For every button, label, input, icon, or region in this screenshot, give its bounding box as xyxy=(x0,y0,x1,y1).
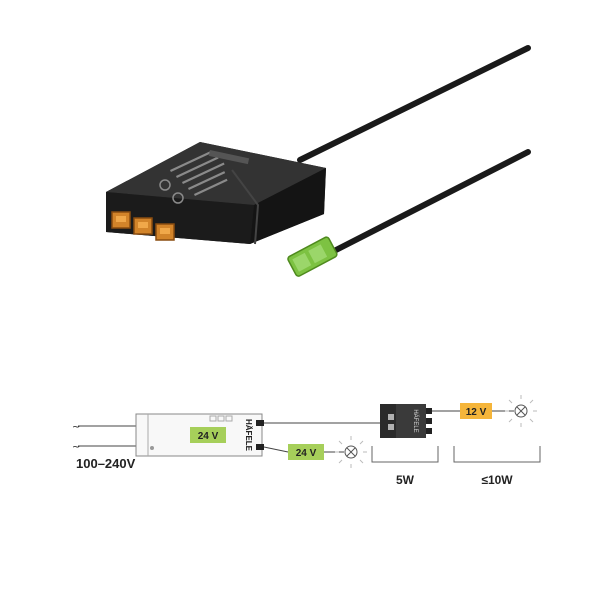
converter-power-bracket xyxy=(371,446,439,463)
housing-markings xyxy=(159,150,250,204)
load-power-bracket xyxy=(453,446,541,463)
lamp-12v-icon xyxy=(505,395,537,427)
wiring-schematic: ~ ~ 100–240V 24 V HÄFELE 24 V xyxy=(72,395,541,487)
converter-icon: HÄFELE xyxy=(380,404,432,438)
driver-to-lamp-wire xyxy=(263,446,289,453)
output-12v-badge xyxy=(460,403,492,419)
converter-power-label: 5W xyxy=(396,473,415,487)
cable-bottom xyxy=(333,149,531,253)
converter-housing xyxy=(106,142,326,245)
driver-brand-label: HÄFELE xyxy=(244,419,253,452)
output-24v-label: 24 V xyxy=(296,448,317,459)
led-driver: 24 V HÄFELE xyxy=(135,413,264,457)
converter-photo xyxy=(106,45,531,277)
driver-voltage-badge xyxy=(190,427,226,443)
lamp-24v-icon xyxy=(335,436,367,468)
driver-voltage-label: 24 V xyxy=(198,431,219,442)
output-24v-badge xyxy=(288,444,324,460)
green-connector xyxy=(287,236,338,277)
converter-brand-label: HÄFELE xyxy=(412,409,419,432)
load-power-label: ≤10W xyxy=(481,473,513,487)
mains-wire-mark: ~ xyxy=(72,442,80,453)
output-12v-label: 12 V xyxy=(466,407,487,418)
supply-voltage-label: 100–240V xyxy=(76,456,136,471)
output-ports xyxy=(111,211,175,241)
mains-wire-mark: ~ xyxy=(72,422,80,433)
cable-top xyxy=(297,45,531,163)
